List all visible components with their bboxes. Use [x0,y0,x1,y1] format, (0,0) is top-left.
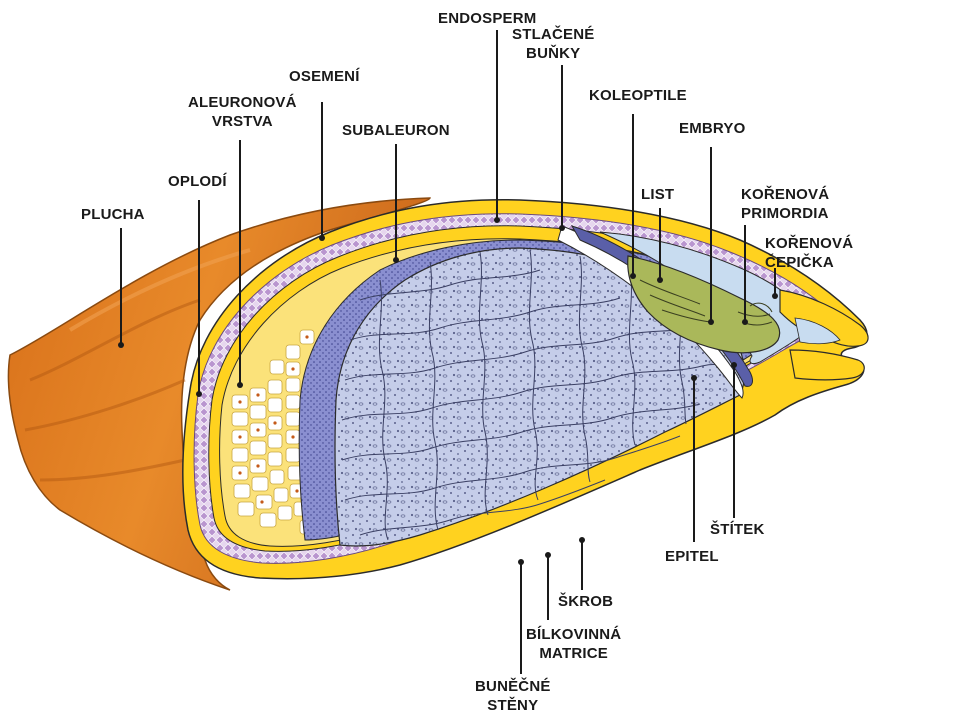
husk-streak [39,458,186,482]
husk-shape [7,197,431,591]
label-stlacene-line2: BUŇKY [526,45,581,62]
embryo-green [627,255,781,354]
aleurone-nuclei [238,335,309,504]
husk-streak [29,298,201,382]
label-bilkovinna-matrice: BÍLKOVINNÁ MATRICE [526,625,621,663]
label-stlacene-bunky: STLAČENÉ BUŇKY [512,25,594,63]
leader-lines [118,30,778,674]
label-primordia-line1: KOŘENOVÁ [741,186,830,203]
label-cepicka-line2: ČEPIČKA [765,254,834,271]
label-oplodi: OPLODÍ [168,173,227,190]
tip-bract-light [794,317,841,345]
label-aleuronova-vrstva: ALEURONOVÁ VRSTVA [188,93,297,131]
label-list: LIST [641,186,675,203]
label-aleuron-line2: VRSTVA [211,113,273,130]
label-bilkovinna-line2: MATRICE [539,645,608,662]
tip-bract-lower [789,349,865,381]
label-osemeni: OSEMENÍ [289,68,360,85]
label-cepicka-line1: KOŘENOVÁ [765,235,854,252]
embryo-details [639,279,773,326]
label-stlacene-line1: STLAČENÉ [512,26,595,43]
label-plucha: PLUCHA [81,206,145,223]
label-epitel: EPITEL [665,548,719,565]
label-skrob: ŠKROB [558,593,614,610]
endosperm-cell-walls [341,249,741,541]
label-stitek: ŠTÍTEK [710,521,765,538]
label-koleoptile: KOLEOPTILE [589,87,687,104]
label-korenova-cepicka: KOŘENOVÁ ČEPIČKA [765,234,853,272]
label-subaleuron: SUBALEURON [342,122,450,139]
label-embryo: EMBRYO [679,120,746,137]
husk-streak [24,378,186,432]
label-bunecne-line2: STĚNY [487,697,539,714]
label-bunecne-steny: BUNĚČNÉ STĚNY [475,677,551,715]
label-endosperm: ENDOSPERM [438,10,537,27]
husk-streak [68,248,251,332]
label-primordia-line2: PRIMORDIA [741,205,829,222]
label-bilkovinna-line1: BÍLKOVINNÁ [526,626,622,643]
label-aleuron-line1: ALEURONOVÁ [188,94,297,111]
label-korenova-primordia: KOŘENOVÁ PRIMORDIA [741,185,829,223]
label-bunecne-line1: BUNĚČNÉ [475,678,551,695]
